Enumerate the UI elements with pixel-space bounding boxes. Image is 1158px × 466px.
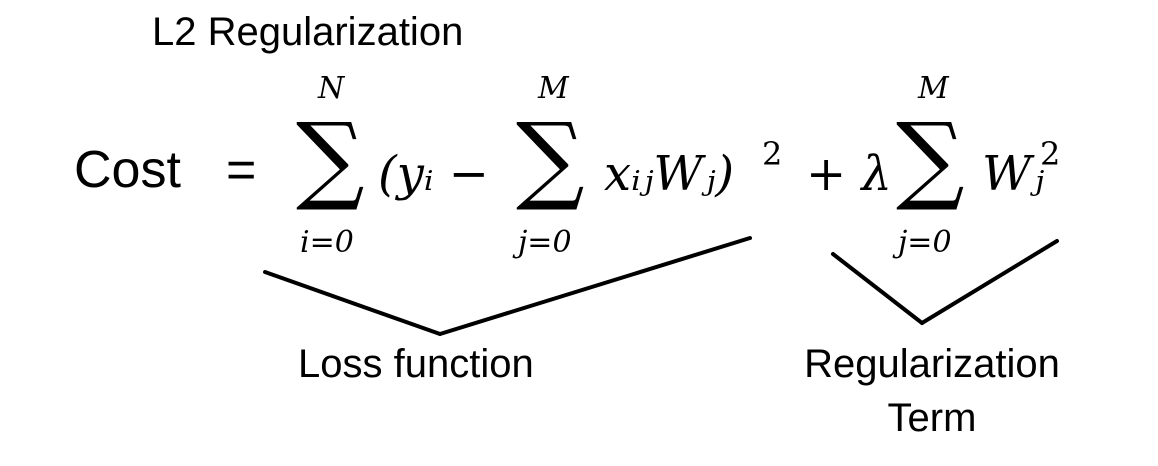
loss-bracket-left-stroke: [263, 270, 442, 336]
diagram-title: L2 Regularization: [152, 10, 464, 54]
sum3-lower-limit: j=0: [898, 225, 952, 260]
sum2-sigma: ∑: [516, 102, 585, 214]
prediction-term: xᵢⱼWⱼ): [604, 146, 735, 202]
weight-term: Wⱼ: [982, 146, 1045, 202]
regularization-exponent: 2: [1040, 135, 1061, 173]
residual-open-term: (yᵢ −: [378, 146, 489, 202]
regularization-term-label-line1: Regularization: [804, 342, 1060, 386]
loss-bracket-right-stroke: [438, 236, 752, 336]
sum3-upper-limit: M: [918, 71, 949, 106]
plus-lambda: + λ: [806, 146, 892, 202]
sum1-upper-limit: N: [318, 71, 345, 106]
sum1-sigma: ∑: [296, 102, 365, 214]
reg-bracket-left-stroke: [831, 252, 924, 325]
sum2-lower-limit: j=0: [518, 225, 572, 260]
loss-exponent: 2: [762, 135, 783, 173]
equals-sign: =: [226, 141, 257, 199]
sum1-lower-limit: i=0: [300, 225, 354, 260]
sum3-sigma: ∑: [896, 102, 965, 214]
cost-label: Cost: [74, 141, 181, 199]
loss-function-label: Loss function: [298, 342, 534, 386]
sum2-upper-limit: M: [538, 71, 569, 106]
regularization-term-label-line2: Term: [887, 396, 977, 440]
